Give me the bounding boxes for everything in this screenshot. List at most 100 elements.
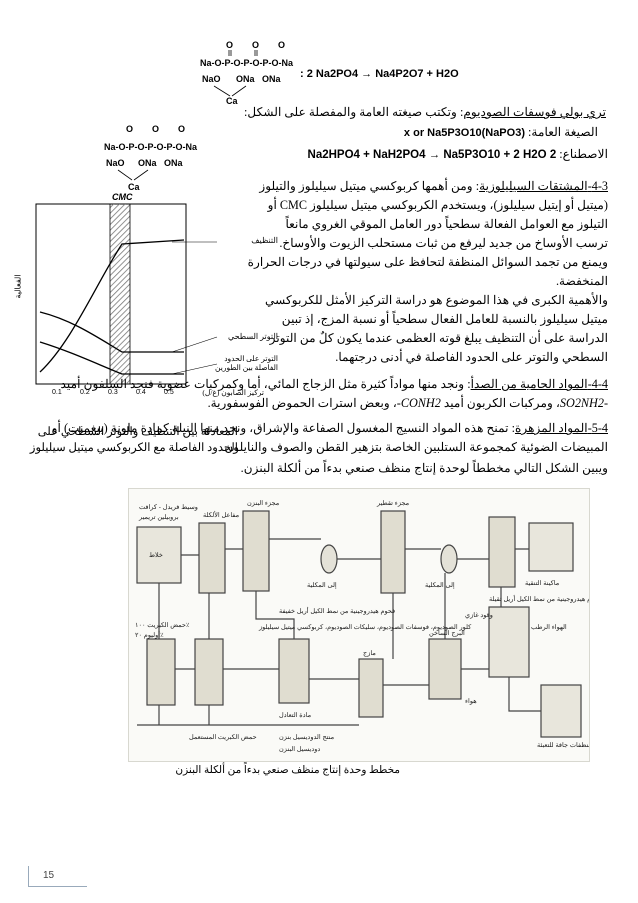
x-tick-5: 0.5 — [164, 389, 174, 396]
section-5-4-line-3: ويبين الشكل التالي مخططاً لوحدة إنتاج من… — [240, 461, 608, 475]
section-3-4-number: 4-3- — [587, 179, 608, 193]
svg-text:NaO: NaO — [202, 74, 221, 84]
carbonamide-formula: CONH2- — [396, 396, 441, 410]
synthesis-line: الاصطناع: 2 Na2HPO4 + NaH2PO4 → Na5P3O10… — [308, 146, 608, 163]
section-3-4-line-7: والأهمية الكبرى في هذا الموضوع هو دراسة … — [264, 293, 608, 307]
diag-label-trimer: بروبيلين تريمير — [138, 513, 179, 521]
svg-text:Na-O-P-O-P-O-P-O-Na: Na-O-P-O-P-O-P-O-Na — [104, 142, 198, 152]
label-interfacial-tension: التوتر على الحدود الفاصلة بين الطورين — [215, 354, 278, 372]
diag-label-heavy-alkylaryl: فحوم هيدروجينية من نمط الكيل أريل ثقيلة — [489, 593, 589, 603]
x-tick-4: 0.4 — [136, 389, 146, 396]
general-formula-line: الصيغة العامة: (NaPO3)x or Na5P3O10 — [404, 124, 598, 141]
svg-text:ONa: ONa — [262, 74, 282, 84]
tripoly-heading: تري بولي فوسفات الصوديوم — [463, 105, 606, 119]
label-surface-tension: التوتر السطحي — [227, 332, 278, 341]
section-3-4-line-4: ترسب الأوساخ من جديد ليرفع من ثبات مستحل… — [279, 236, 608, 250]
section-5-4-title: المواد المزهرة — [514, 421, 588, 435]
x-axis-label: تركيز الصابون (غ/ل) — [202, 388, 264, 397]
diag-label-dry-detergent: منظفات جافة للتعبئة — [537, 741, 589, 749]
section-3-4-line-1: 4-3-المشتقات السيليلوزية: ومن أهمها كربو… — [259, 178, 608, 194]
top-formula: O O O Na-O-P-O-P-O-P-O-Na NaO ONa ONa Ca — [180, 36, 300, 106]
diag-label-purifier: ماكينة التنقية — [525, 579, 560, 587]
section-3-4-line-9: الدراسة على أن التنظيف يبلغ قوته العظمى … — [269, 331, 608, 345]
section-5-4-number: 5-4- — [587, 421, 608, 435]
section-4-4-line-1: 4-4-المواد الحامية من الصدأ: ونجد منها م… — [61, 376, 608, 392]
diag-label-additives: كلور الصوديوم، فوسفات الصوديوم، سليكات ا… — [258, 623, 472, 631]
interfacial-tension-curve — [39, 341, 184, 375]
section-3-4-title: المشتقات السيليلوزية — [479, 179, 588, 193]
synthesis-label: الاصطناع: — [559, 147, 608, 161]
x-tick-2: 0.2 — [80, 389, 90, 396]
tripoly-heading-rest: : وتكتب صيغته العامة والمفصلة على الشكل: — [244, 105, 464, 119]
diag-label-dodecyl-benzene: دوديسيل البنزن — [279, 745, 320, 753]
diag-label-neutralizer: مادة التعادل — [279, 711, 312, 719]
diag-label-friedel: وسيط فريدل - كرافت — [139, 503, 198, 511]
section-3-4-line-3: التيلوز مع العوامل الفعالة سطحياً دور ال… — [285, 217, 608, 231]
section-3-4-line-8: ميتيل سيليلوز بالنسبة للعامل الفعال سطحي… — [281, 312, 608, 326]
svg-text:O: O — [152, 124, 159, 134]
diag-label-alkylation: مفاعل الألكلة — [203, 509, 240, 519]
section-3-4-line-6: المنخفضة. — [555, 274, 608, 288]
diagram-caption: مخطط وحدة إنتاج منظف صنعي بدءاً من ألكلة… — [175, 765, 400, 776]
diag-label-benzene-splitter: مجزء البنزن — [247, 499, 280, 507]
section-3-4-line-10: السطحي والتوتر على الحدود الفاصلة في أدن… — [335, 350, 608, 364]
section-4-4-text-1: : ونجد منها مواداً كثيرة مثل الزجاج الما… — [60, 377, 471, 391]
section-5-4-line-2: المبيضات الضوئية كمجموعة الستلبين الخاصة… — [221, 440, 608, 454]
label-cleaning: التنظيف — [251, 236, 278, 245]
synthesis-formula: 2 Na2HPO4 + NaH2PO4 → Na5P3O10 + 2 H2O — [307, 149, 557, 161]
svg-text:Ca: Ca — [226, 96, 238, 106]
surface-tension-curve — [39, 311, 184, 353]
cmc-chart: 0.1 0.2 0.3 0.4 0.5 CMC الفعالية التنظيف… — [12, 192, 282, 422]
svg-text:O: O — [226, 40, 233, 50]
chart-caption-2: الحدود الفاصلة مع الكربوكسي ميتيل سيليلو… — [29, 442, 238, 454]
diag-label-spent-acid: حمض الكبريت المستعمل — [189, 733, 257, 741]
diag-label-humid-air: الهواء الرطب — [531, 623, 567, 631]
svg-text:ONa: ONa — [236, 74, 256, 84]
section-4-4-text-2b: ، وبعض استرات الحموض الفوسفورية. — [207, 396, 397, 410]
general-formula-label: الصيغة العامة: — [528, 125, 598, 139]
svg-text:O: O — [252, 40, 259, 50]
cmc-label: CMC — [112, 192, 133, 202]
diag-label-to-refinery-1: إلى المكلية — [307, 581, 337, 589]
svg-text:O: O — [178, 124, 185, 134]
section-4-4-line-2: -SO2NH2، ومركبات الكربون أميد CONH2-، وب… — [208, 395, 608, 411]
diag-label-mixer: خلاط — [149, 551, 163, 559]
svg-text:ONa: ONa — [164, 158, 184, 168]
x-tick-1: 0.1 — [52, 389, 62, 396]
y-axis-label: الفعالية — [13, 274, 23, 299]
page-number: 15 — [43, 870, 55, 881]
section-5-4-line-1: 5-4-المواد المزهرة: تمنح هذه المواد النس… — [52, 420, 608, 436]
sulfonamide-formula: -SO2NH2 — [559, 396, 608, 410]
x-tick-3: 0.3 — [108, 389, 118, 396]
section-5-4-text-1: : تمنح هذه المواد النسيج المغسول الصفاعة… — [51, 421, 515, 435]
section-4-4-number: 4-4- — [587, 377, 608, 391]
svg-text:Ca: Ca — [128, 182, 140, 192]
chart-caption-1: المعادلة بين التنظيف والتوتر السطحي على — [37, 426, 238, 438]
section-3-4-line-2: (ميتيل أو إيتيل سيليلوز)، ويستخدم الكربو… — [267, 198, 608, 212]
diag-label-gas-fuel: وقود غازي — [465, 611, 493, 619]
tripolyphosphate-structure-top: O O O Na-O-P-O-P-O-P-O-Na NaO ONa ONa Ca — [200, 40, 294, 106]
diag-label-to-refinery-2: إلى المكلية — [425, 581, 455, 589]
diag-label-air: هواء — [465, 697, 477, 705]
top-equation: : 2 Na2PO4 → Na4P2O7 + H2O — [300, 68, 459, 80]
diag-label-hot-tower: البرج الساخن — [429, 629, 465, 637]
section-3-4-text-0: : ومن أهمها كربوكسي ميتيل سيليلوز والتيل… — [259, 179, 480, 193]
process-diagram: مجزء البنزن وسيط فريدل - كرافت بروبيلين … — [128, 488, 602, 762]
section-3-4-line-5: ويمنع من تجمد السوائل المنظفة لتحافظ على… — [247, 255, 608, 269]
general-formula: (NaPO3)x or Na5P3O10 — [403, 127, 525, 139]
section-4-4-title: المواد الحامية من الصدأ — [470, 377, 588, 391]
section-4-4-text-2a: ، ومركبات الكربون أميد — [443, 396, 560, 410]
cleaning-curve — [39, 239, 185, 373]
svg-text:NaO: NaO — [106, 158, 125, 168]
svg-text:O: O — [278, 40, 285, 50]
diag-label-dodecyl-product: منتج الدوديسيل بنزن — [279, 733, 335, 741]
svg-text:Na-O-P-O-P-O-P-O-Na: Na-O-P-O-P-O-P-O-Na — [200, 58, 294, 68]
diag-label-blender: مازج — [363, 649, 376, 657]
svg-text:O: O — [126, 124, 133, 134]
diag-label-light-alkylaryl: فحوم هيدروجينية من نمط الكيل أريل خفيفة — [279, 605, 395, 615]
process-diagram-svg: مجزء البنزن وسيط فريدل - كرافت بروبيلين … — [135, 499, 602, 753]
tripoly-heading-line: تري بولي فوسفات الصوديوم: وتكتب صيغته ال… — [244, 104, 606, 120]
page-number-box: 15 — [28, 866, 87, 887]
